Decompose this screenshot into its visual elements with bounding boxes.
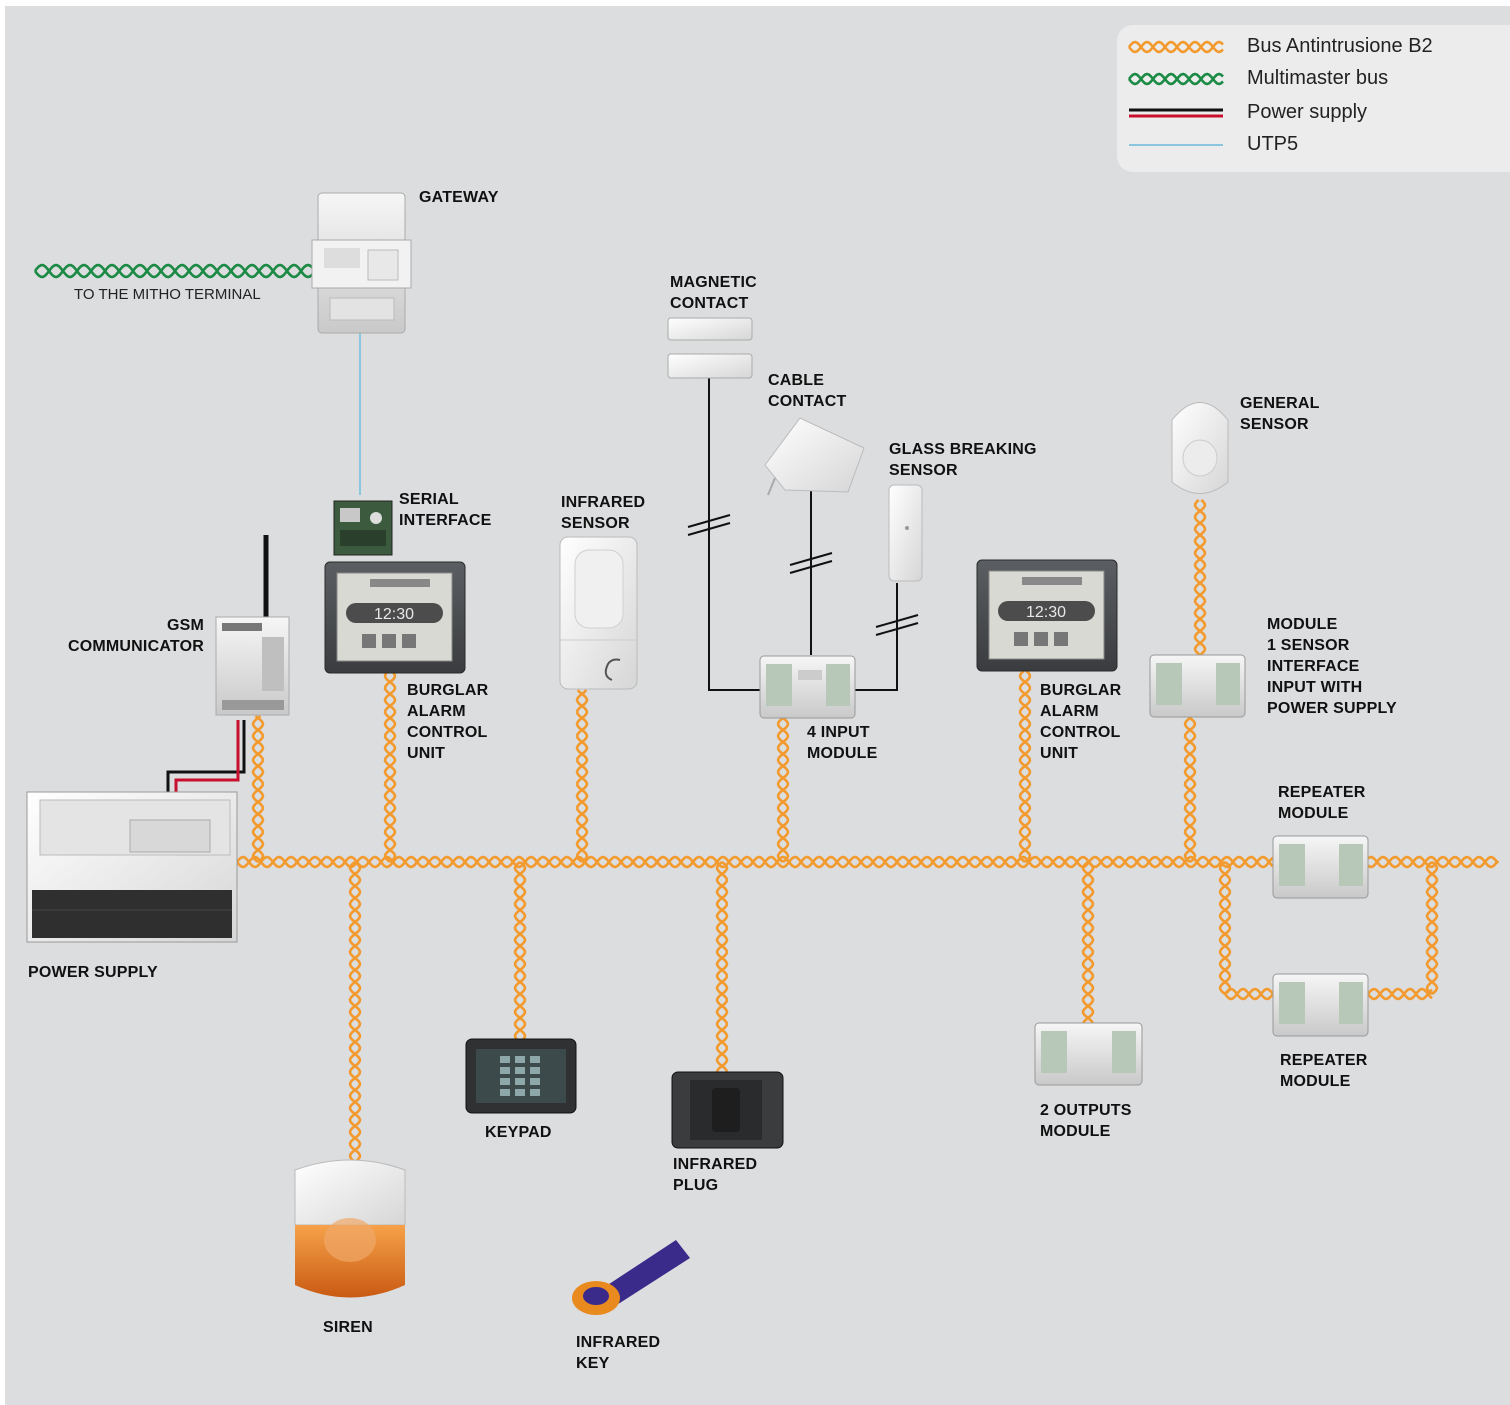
mitho-terminal-label: TO THE MITHO TERMINAL <box>74 286 261 303</box>
legend-swatches <box>1127 40 1224 146</box>
two-outputs-bus-drop <box>1081 860 1095 1024</box>
sensor-module-bus-drop <box>1183 715 1197 864</box>
contact-wires <box>687 378 919 691</box>
repeater-loop-left <box>1218 860 1232 996</box>
siren-label: SIREN <box>323 1319 373 1336</box>
glass-breaking-sensor-device <box>888 484 923 582</box>
power-supply-device <box>26 791 238 943</box>
repeater-loop-right <box>1425 860 1439 996</box>
repeater-loop-bottom-right <box>1366 987 1433 1001</box>
legend-item-power-supply: Power supply <box>1247 101 1368 123</box>
gateway-label: GATEWAY <box>419 189 499 206</box>
legend-item-multimaster: Multimaster bus <box>1247 67 1389 89</box>
magnetic-contact-device <box>667 317 753 379</box>
glass-breaking-sensor-label: GLASS BREAKING SENSOR <box>889 441 1037 479</box>
control-unit-1-bus-drop <box>383 672 397 864</box>
keypad-bus-drop <box>513 860 527 1040</box>
four-input-module-label: 4 INPUT MODULE <box>807 724 878 762</box>
repeater-module-2-label: REPEATER MODULE <box>1280 1052 1368 1090</box>
control-unit-1-bus-drop <box>383 672 397 864</box>
repeater-module-1-label: REPEATER MODULE <box>1278 784 1366 822</box>
infrared-plug-bus-drop <box>715 860 729 1073</box>
general-sensor-bus-drop <box>1193 499 1207 657</box>
sensor-interface-module-label: MODULE 1 SENSOR INTERFACE INPUT WITH POW… <box>1267 616 1397 717</box>
control-unit-1-screen-time: 12:30 <box>374 606 414 623</box>
repeater-module-2-device <box>1272 973 1369 1037</box>
gsm-communicator-device <box>215 535 290 716</box>
sensor-interface-module-device <box>1149 654 1246 718</box>
infrared-sensor-device <box>559 536 638 690</box>
legend-multimaster-swatch <box>1127 72 1224 86</box>
control-unit-2-label: BURGLAR ALARM CONTROL UNIT <box>1040 682 1122 762</box>
legend-item-bus: Bus Antintrusione B2 <box>1247 35 1433 57</box>
control-unit-2-screen-time: 12:30 <box>1026 604 1066 621</box>
repeater-loop-bottom-right <box>1366 987 1433 1001</box>
magnetic-contact-wire <box>708 378 760 691</box>
infrared-key-label: INFRARED KEY <box>576 1334 661 1372</box>
repeater-loop-bottom-left <box>1223 987 1275 1001</box>
four-input-module-device <box>759 655 856 719</box>
general-sensor-label: GENERAL SENSOR <box>1240 395 1320 433</box>
gsm-bus-drop <box>251 714 265 864</box>
glass-sensor-wire <box>855 583 898 691</box>
general-sensor-bus-drop <box>1193 499 1207 657</box>
infrared-plug-bus-drop <box>715 860 729 1073</box>
keypad-device <box>465 1038 577 1114</box>
keypad-label: KEYPAD <box>485 1124 552 1141</box>
siren-device <box>294 1159 406 1298</box>
cable-contact-device <box>764 417 865 496</box>
infrared-sensor-label: INFRARED SENSOR <box>561 494 646 532</box>
serial-interface-label: SERIAL INTERFACE <box>399 491 492 529</box>
general-sensor-device <box>1171 402 1229 494</box>
legend: Bus Antintrusione B2 Multimaster bus Pow… <box>1117 25 1510 172</box>
cut-mark <box>687 514 731 528</box>
repeater-module-1-device <box>1272 835 1369 899</box>
wires-layer <box>33 263 1500 1166</box>
legend-bus-swatch <box>1127 40 1224 54</box>
repeater-loop-left <box>1218 860 1232 996</box>
legend-bus-swatch <box>1127 40 1224 54</box>
legend-item-utp5: UTP5 <box>1247 133 1299 155</box>
infrared-sensor-bus-drop <box>575 689 589 864</box>
control-unit-2-bus-drop <box>1018 670 1032 864</box>
repeater-loop-right <box>1425 860 1439 996</box>
power-supply-label: POWER SUPPLY <box>28 964 158 981</box>
legend-multimaster-swatch <box>1127 72 1224 86</box>
gateway-device <box>311 192 412 334</box>
control-unit-1-label: BURGLAR ALARM CONTROL UNIT <box>407 682 489 762</box>
infrared-key-device <box>572 1240 690 1315</box>
two-outputs-module-label: 2 OUTPUTS MODULE <box>1040 1102 1132 1140</box>
two-outputs-module-device <box>1034 1022 1143 1086</box>
two-outputs-bus-drop <box>1081 860 1095 1024</box>
magnetic-contact-label: MAGNETIC CONTACT <box>670 274 757 312</box>
infrared-plug-label: INFRARED PLUG <box>673 1156 758 1194</box>
gsm-communicator-label: GSM COMMUNICATOR <box>67 617 204 655</box>
cable-contact-label: CABLE CONTACT <box>768 372 847 410</box>
control-unit-1-device: 12:30 <box>324 561 466 674</box>
keypad-bus-drop <box>513 860 527 1040</box>
multimaster-bus-wire <box>33 263 318 279</box>
infrared-plug-device <box>671 1071 784 1149</box>
four-input-module-bus-drop <box>776 716 790 864</box>
siren-bus-drop <box>348 860 362 1166</box>
control-unit-2-device: 12:30 <box>976 559 1118 672</box>
serial-interface-device <box>333 500 393 556</box>
